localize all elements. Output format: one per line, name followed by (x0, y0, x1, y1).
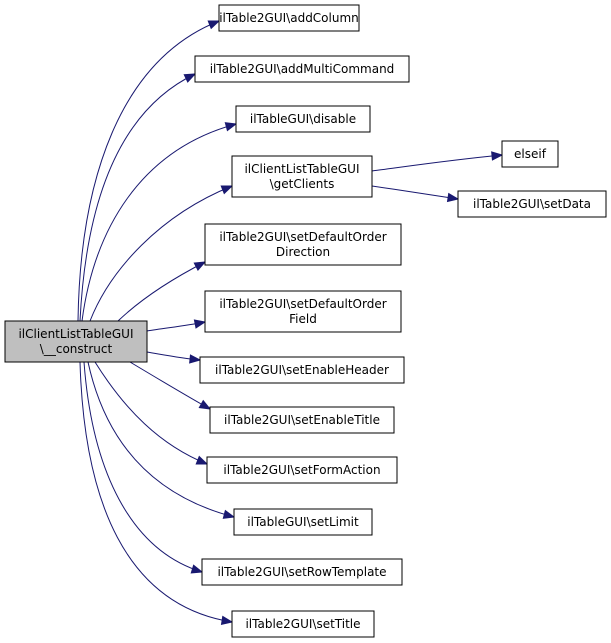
node-label: ilTable2GUI\setEnableHeader (215, 363, 389, 377)
edge-to-setData (371, 185, 460, 203)
edge-line (79, 361, 233, 623)
node-box (501, 140, 559, 168)
node-label: \__construct (40, 342, 113, 356)
node-label: ilTable2GUI\setTitle (245, 617, 360, 631)
edge-arrowhead (222, 509, 236, 519)
edge-arrowhead (193, 261, 207, 272)
node-setRowTemplate[interactable]: ilTable2GUI\setRowTemplate (201, 558, 403, 586)
node-addMultiCommand[interactable]: ilTable2GUI\addMultiCommand (194, 55, 410, 83)
edge-to-addColumn (77, 20, 221, 322)
node-box (201, 558, 403, 586)
node-setLimit[interactable]: ilTableGUI\setLimit (233, 508, 373, 536)
node-getClients[interactable]: ilClientListTableGUI\getClients (231, 155, 373, 198)
node-label: ilTable2GUI\addMultiCommand (210, 62, 395, 76)
node-root: ilClientListTableGUI\__construct (4, 320, 148, 363)
node-label: elseif (514, 147, 547, 161)
edge-arrowhead (446, 192, 460, 203)
node-setEnableHeader[interactable]: ilTable2GUI\setEnableHeader (199, 356, 405, 384)
edge-arrowhead (189, 354, 202, 364)
edge-line (81, 123, 237, 322)
node-box (199, 356, 405, 384)
edge-arrowhead (198, 399, 212, 410)
edge-arrowhead (220, 615, 234, 626)
node-setEnableTitle[interactable]: ilTable2GUI\setEnableTitle (209, 406, 395, 434)
edge-arrowhead (220, 185, 234, 195)
node-label: ilTableGUI\setLimit (247, 515, 359, 529)
edge-line (89, 185, 233, 322)
edge-arrowhead (207, 20, 221, 30)
node-label: ilTable2GUI\setRowTemplate (217, 565, 386, 579)
edge-to-setDefaultOrderField (146, 319, 207, 332)
node-label: ilTable2GUI\addColumn (219, 11, 359, 25)
edge-to-setEnableHeader (146, 351, 202, 364)
edge-to-elseif (371, 151, 504, 172)
node-setFormAction[interactable]: ilTable2GUI\setFormAction (206, 456, 398, 484)
node-label: ilTable2GUI\setData (473, 197, 591, 211)
node-disable[interactable]: ilTableGUI\disable (235, 105, 371, 133)
node-label: Field (289, 312, 317, 326)
edge-to-setFormAction (94, 361, 209, 465)
edge-line (79, 73, 196, 322)
node-box (218, 4, 360, 32)
node-box (457, 190, 607, 218)
edge-to-getClients (89, 185, 234, 322)
edge-to-setTitle (79, 361, 234, 626)
edge-arrowhead (193, 319, 207, 329)
node-box (4, 320, 148, 363)
node-label: ilTable2GUI\setDefaultOrder (219, 297, 386, 311)
node-elseif[interactable]: elseif (501, 140, 559, 168)
edge-to-setDefaultOrderDirection (117, 261, 207, 322)
edge-line (371, 154, 503, 172)
node-label: Direction (276, 245, 330, 259)
node-box (235, 105, 371, 133)
edge-line (371, 185, 459, 200)
node-box (194, 55, 410, 83)
node-box (231, 155, 373, 198)
node-setData[interactable]: ilTable2GUI\setData (457, 190, 607, 218)
node-label: \getClients (270, 177, 335, 191)
edge-line (117, 261, 206, 322)
edge-to-disable (81, 122, 238, 322)
node-label: ilTable2GUI\setEnableTitle (224, 413, 380, 427)
edge-line (87, 361, 235, 518)
node-box (209, 406, 395, 434)
edge-to-setLimit (87, 361, 236, 519)
node-box (233, 508, 373, 536)
node-label: ilTableGUI\disable (250, 112, 356, 126)
node-box (204, 223, 402, 266)
node-setTitle[interactable]: ilTable2GUI\setTitle (231, 610, 375, 638)
edge-arrowhead (195, 455, 209, 465)
edge-arrowhead (183, 73, 197, 83)
node-box (231, 610, 375, 638)
edge-line (129, 361, 211, 410)
edge-line (77, 20, 220, 322)
edge-arrowhead (491, 151, 504, 161)
node-label: ilTable2GUI\setFormAction (223, 463, 380, 477)
node-label: ilClientListTableGUI (244, 162, 359, 176)
node-box (204, 290, 402, 333)
edge-arrowhead (224, 122, 238, 132)
node-box (206, 456, 398, 484)
node-label: ilTable2GUI\setDefaultOrder (219, 230, 386, 244)
node-addColumn[interactable]: ilTable2GUI\addColumn (218, 4, 360, 32)
edge-to-setEnableTitle (129, 361, 212, 410)
node-label: ilClientListTableGUI (18, 327, 133, 341)
edge-to-addMultiCommand (79, 73, 197, 322)
edge-to-setRowTemplate (83, 361, 204, 574)
edge-line (94, 361, 208, 465)
edge-line (83, 361, 203, 573)
edge-arrowhead (190, 564, 204, 574)
